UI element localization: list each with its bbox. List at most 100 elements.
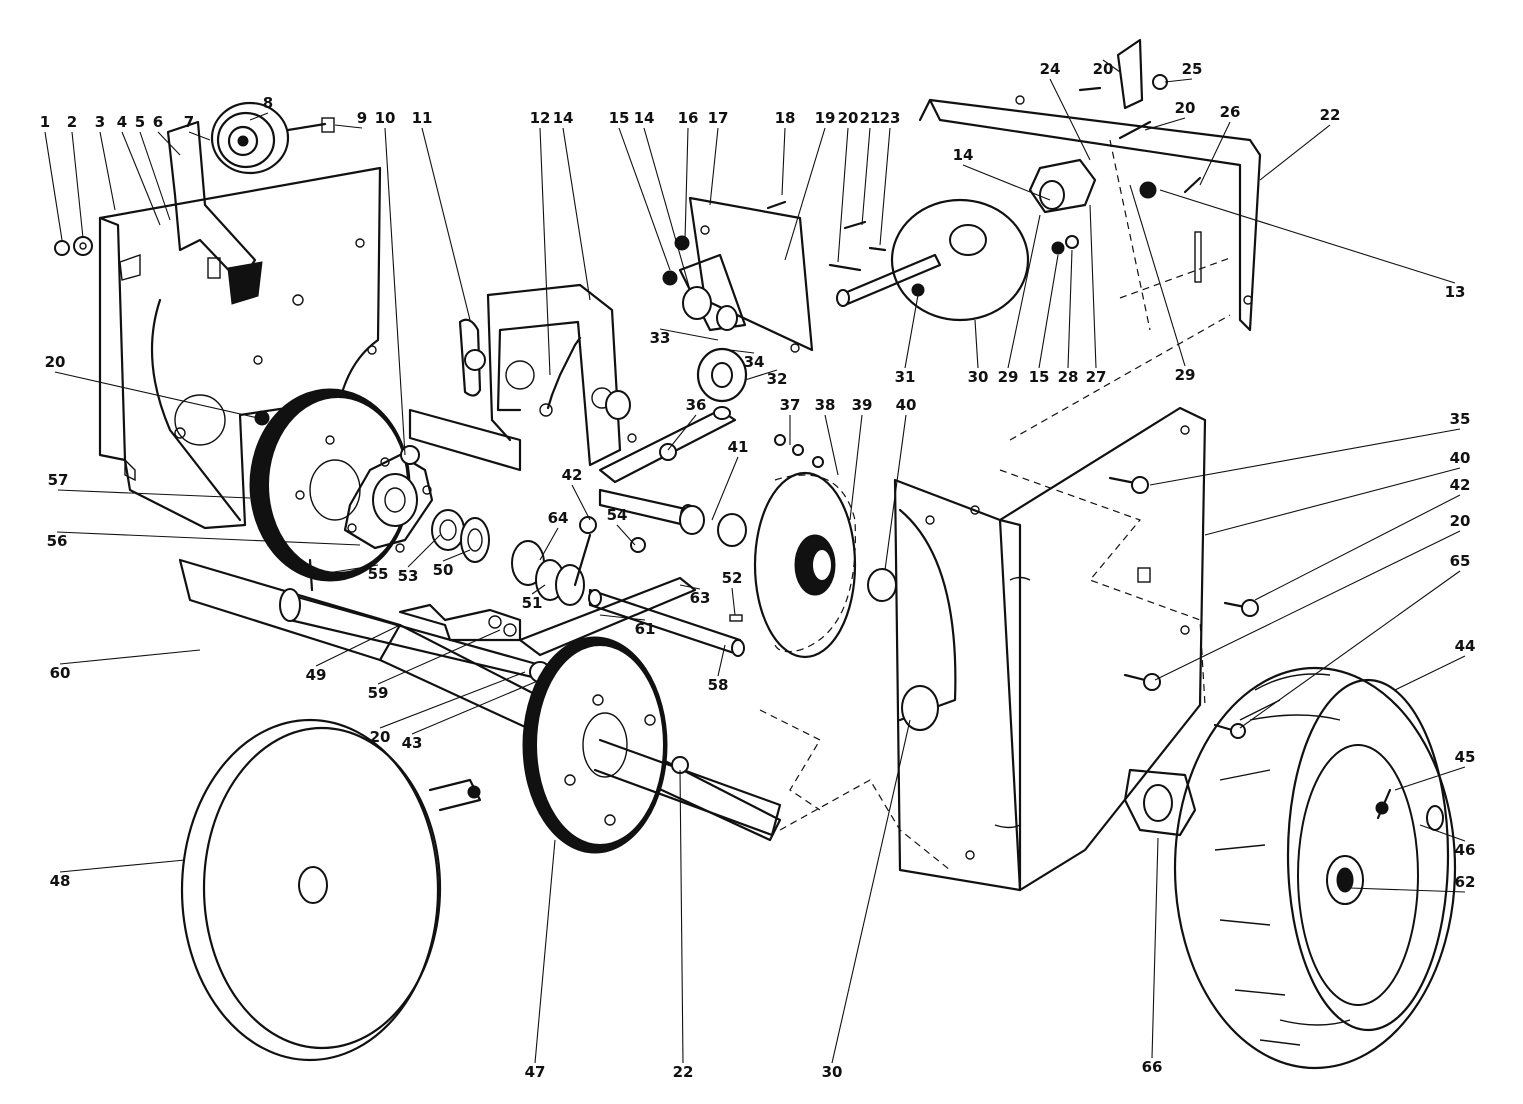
callout-label: 5 [135, 113, 145, 131]
callout-label: 53 [398, 567, 419, 585]
left-side-plate [98, 166, 382, 530]
wheel-tire-43 [1173, 666, 1457, 1070]
leader-line [599, 614, 646, 621]
washer-15-top [1065, 235, 1079, 249]
callout-label: 30 [822, 1063, 843, 1081]
leader-line [643, 127, 691, 291]
callout-label: 3 [95, 113, 105, 131]
link-rod [573, 533, 592, 587]
center-frame [893, 478, 1022, 892]
leader-line [1159, 189, 1456, 284]
callout-label: 29 [998, 368, 1019, 386]
callout-label: 61 [635, 620, 656, 638]
callout-label: 27 [1086, 368, 1107, 386]
callout-label: 40 [1450, 449, 1471, 467]
callout-label: 38 [815, 396, 836, 414]
leader-line [962, 164, 1051, 201]
leader-line [1154, 530, 1461, 681]
leader-line [54, 371, 259, 419]
callout-label: 28 [1058, 368, 1079, 386]
leader-line [1151, 837, 1159, 1059]
leader-line [1089, 204, 1097, 369]
callout-label: 48 [50, 872, 71, 890]
shift-lever-24 [1116, 38, 1144, 110]
guide-lines-b [999, 314, 1231, 706]
callout-label: 32 [767, 370, 788, 388]
callout-label: 64 [548, 509, 569, 527]
large-pulley-62 [180, 718, 482, 1062]
leader-line [849, 414, 863, 521]
callout-label: 14 [953, 146, 974, 164]
callout-label: 58 [708, 676, 729, 694]
leader-line [1149, 428, 1461, 486]
bolt-20-r [1183, 176, 1202, 194]
plate-16 [688, 196, 814, 353]
callout-label: 56 [47, 532, 68, 550]
leader-line [59, 649, 201, 665]
bolt-25 [1118, 120, 1152, 140]
callout-label: 36 [686, 396, 707, 414]
leader-line [562, 127, 591, 301]
leader-line [334, 124, 363, 129]
disc-31 [836, 198, 1030, 322]
nut-14-a [662, 270, 678, 286]
callout-label: 42 [562, 466, 583, 484]
leader-line [1144, 117, 1186, 131]
callout-label: 46 [1455, 841, 1476, 859]
leader-line [411, 679, 541, 735]
callout-label: 6 [153, 113, 163, 131]
leader-line [539, 527, 559, 561]
callout-label: 60 [50, 664, 71, 682]
chain-37 [774, 474, 856, 653]
callout-label: 47 [525, 1063, 546, 1081]
callout-label: 13 [1445, 283, 1466, 301]
leader-line [1129, 184, 1186, 367]
callout-label: 51 [522, 594, 543, 612]
leader-line [974, 319, 979, 369]
bolt-17 [766, 200, 787, 210]
leader-line [659, 328, 719, 341]
valve-stem-44 [1375, 788, 1392, 820]
leader-line [717, 644, 726, 677]
axle-shaft [593, 738, 782, 837]
mount-22 [1028, 158, 1097, 214]
leader-line [884, 414, 907, 571]
callout-label: 4 [117, 113, 127, 131]
leader-line [139, 131, 171, 221]
callout-label: 20 [1093, 60, 1114, 78]
leader-line [679, 769, 684, 1064]
callout-label: 52 [722, 569, 743, 587]
callout-label: 30 [968, 368, 989, 386]
clip-45 [1426, 805, 1444, 831]
nut-14-top [1139, 181, 1157, 199]
callout-label: 15 [609, 109, 630, 127]
callout-label: 41 [728, 438, 749, 456]
bracket-61 [398, 603, 522, 642]
leader-line [1102, 59, 1121, 73]
callout-label: 54 [607, 506, 628, 524]
bolt-20-shaft [659, 443, 677, 461]
callout-label: 59 [368, 684, 389, 702]
leader-line [784, 127, 826, 261]
friction-wheel-65 [249, 388, 411, 582]
callout-label: 23 [880, 109, 901, 127]
callout-label: 9 [357, 109, 367, 127]
leader-line [781, 127, 786, 196]
leader-line [667, 414, 697, 451]
callout-label: 16 [678, 109, 699, 127]
leader-line [56, 531, 361, 546]
washer-2-hole [79, 242, 87, 250]
bolt-20-center [630, 537, 646, 553]
leader-line [99, 131, 116, 211]
leader-line [571, 484, 591, 521]
callout-label: 39 [852, 396, 873, 414]
bolt-40-top [1108, 476, 1149, 494]
leader-lines [44, 59, 1466, 1064]
callout-label: 42 [1450, 476, 1471, 494]
washer-2 [73, 236, 93, 256]
callout-label: 7 [184, 113, 194, 131]
leader-line [731, 587, 736, 616]
leader-line [1038, 254, 1059, 369]
